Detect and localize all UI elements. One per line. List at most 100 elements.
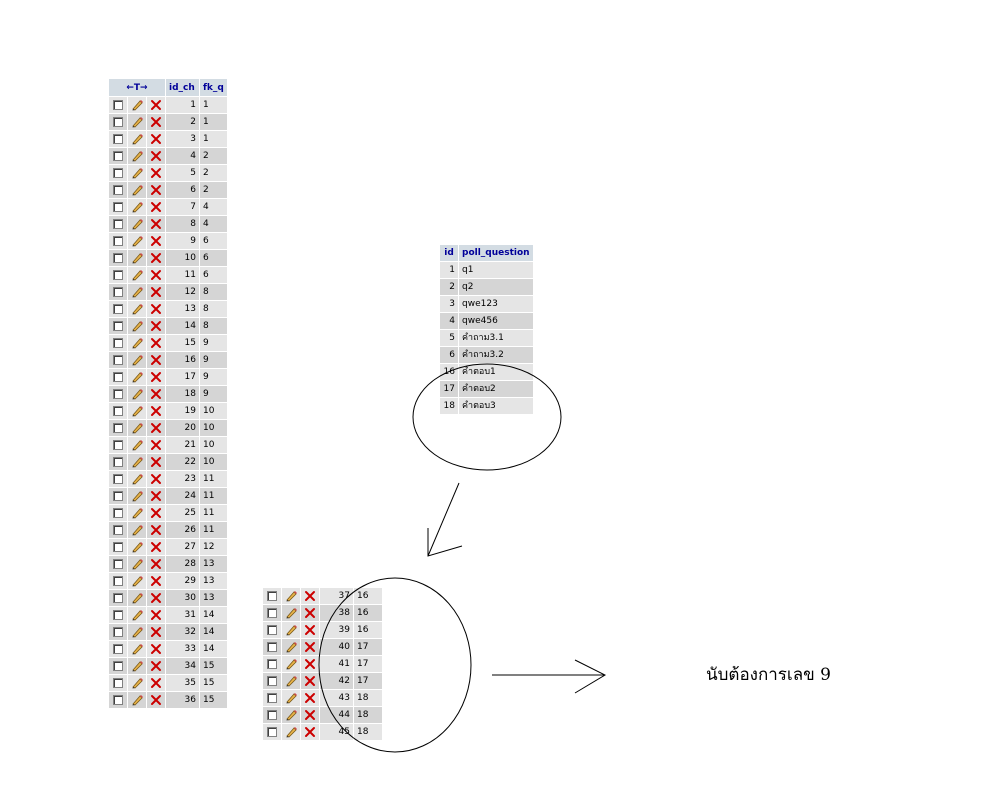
row-checkbox[interactable] (113, 660, 123, 671)
column-header-fk-q[interactable]: fk_q (200, 79, 227, 96)
delete-x-icon[interactable] (150, 422, 162, 434)
delete-x-icon[interactable] (304, 675, 316, 687)
delete-x-icon[interactable] (150, 541, 162, 553)
row-checkbox[interactable] (113, 439, 123, 450)
pencil-icon[interactable] (130, 98, 144, 112)
row-checkbox[interactable] (113, 286, 123, 297)
delete-x-icon[interactable] (150, 167, 162, 179)
row-checkbox[interactable] (113, 133, 123, 144)
pencil-icon[interactable] (130, 370, 144, 384)
pencil-icon[interactable] (130, 387, 144, 401)
pencil-icon[interactable] (130, 574, 144, 588)
delete-x-icon[interactable] (304, 658, 316, 670)
pencil-icon[interactable] (130, 608, 144, 622)
pencil-icon[interactable] (130, 302, 144, 316)
delete-x-icon[interactable] (304, 709, 316, 721)
row-checkbox[interactable] (113, 150, 123, 161)
row-checkbox[interactable] (267, 726, 277, 737)
delete-x-icon[interactable] (150, 626, 162, 638)
pencil-icon[interactable] (130, 659, 144, 673)
delete-x-icon[interactable] (150, 337, 162, 349)
row-checkbox[interactable] (113, 643, 123, 654)
pencil-icon[interactable] (284, 589, 298, 603)
delete-x-icon[interactable] (304, 726, 316, 738)
pencil-icon[interactable] (130, 149, 144, 163)
row-checkbox[interactable] (267, 624, 277, 635)
row-checkbox[interactable] (267, 590, 277, 601)
row-checkbox[interactable] (113, 592, 123, 603)
delete-x-icon[interactable] (150, 388, 162, 400)
delete-x-icon[interactable] (150, 609, 162, 621)
delete-x-icon[interactable] (304, 607, 316, 619)
row-checkbox[interactable] (113, 694, 123, 705)
delete-x-icon[interactable] (150, 456, 162, 468)
delete-x-icon[interactable] (304, 692, 316, 704)
delete-x-icon[interactable] (150, 116, 162, 128)
delete-x-icon[interactable] (304, 624, 316, 636)
pencil-icon[interactable] (130, 183, 144, 197)
row-checkbox[interactable] (113, 252, 123, 263)
row-checkbox[interactable] (113, 99, 123, 110)
pencil-icon[interactable] (130, 642, 144, 656)
delete-x-icon[interactable] (150, 677, 162, 689)
pencil-icon[interactable] (130, 455, 144, 469)
pencil-icon[interactable] (130, 251, 144, 265)
delete-x-icon[interactable] (150, 660, 162, 672)
row-checkbox[interactable] (113, 354, 123, 365)
pencil-icon[interactable] (130, 523, 144, 537)
pencil-icon[interactable] (130, 336, 144, 350)
delete-x-icon[interactable] (150, 201, 162, 213)
row-checkbox[interactable] (113, 422, 123, 433)
row-checkbox[interactable] (113, 405, 123, 416)
column-header-id-ch[interactable]: id_ch (166, 79, 199, 96)
delete-x-icon[interactable] (150, 286, 162, 298)
delete-x-icon[interactable] (150, 133, 162, 145)
delete-x-icon[interactable] (150, 575, 162, 587)
row-checkbox[interactable] (267, 658, 277, 669)
delete-x-icon[interactable] (150, 524, 162, 536)
row-checkbox[interactable] (267, 607, 277, 618)
delete-x-icon[interactable] (150, 592, 162, 604)
row-checkbox[interactable] (113, 303, 123, 314)
row-checkbox[interactable] (113, 677, 123, 688)
row-checkbox[interactable] (113, 388, 123, 399)
row-checkbox[interactable] (113, 626, 123, 637)
pencil-icon[interactable] (284, 725, 298, 739)
pencil-icon[interactable] (284, 708, 298, 722)
delete-x-icon[interactable] (150, 490, 162, 502)
pencil-icon[interactable] (130, 115, 144, 129)
row-checkbox[interactable] (113, 201, 123, 212)
pencil-icon[interactable] (130, 200, 144, 214)
pencil-icon[interactable] (130, 285, 144, 299)
row-checkbox[interactable] (113, 167, 123, 178)
pencil-icon[interactable] (130, 591, 144, 605)
pencil-icon[interactable] (130, 489, 144, 503)
